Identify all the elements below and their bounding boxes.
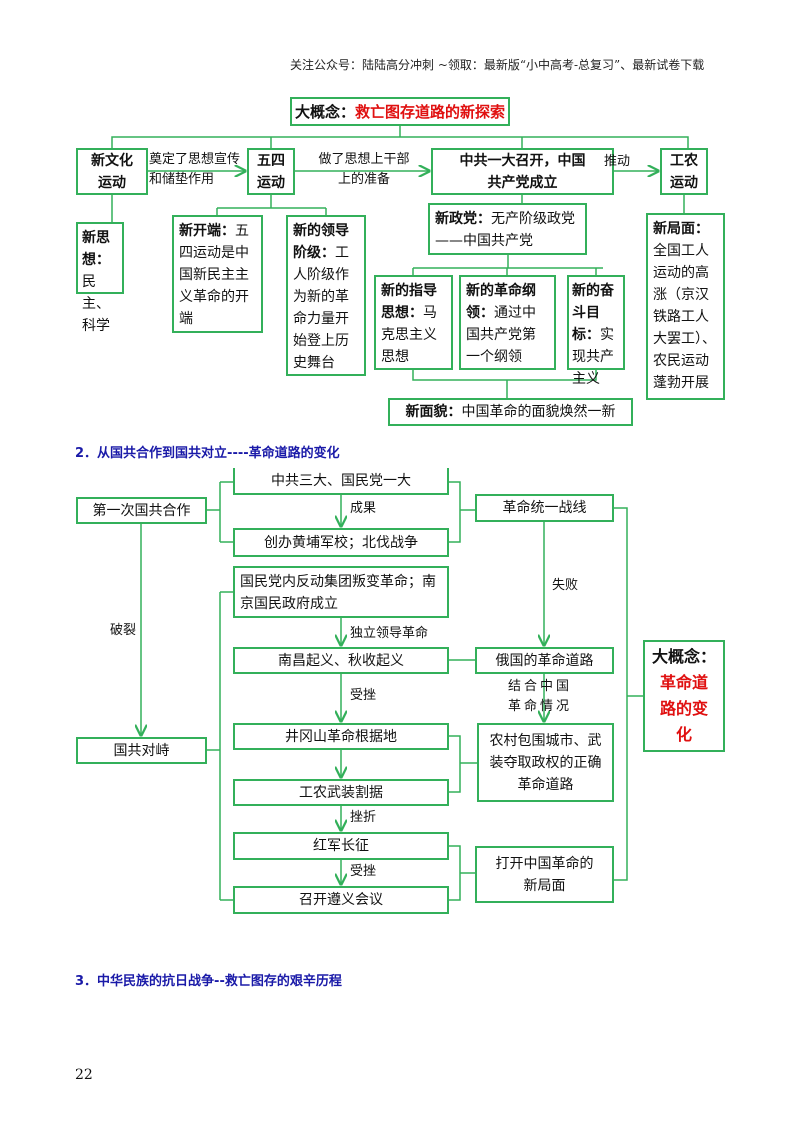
box-new-leading-class: 新的领导阶级：工人阶级作为新的革命力量开始登上历史舞台 [286,215,366,376]
section-3-heading: 3．中华民族的抗日战争--救亡图存的艰辛历程 [75,974,342,989]
box-new-look: 新面貌：中国革命的面貌焕然一新 [388,398,633,426]
box-first-cooperation: 第一次国共合作 [76,497,207,524]
box-new-situation: 新局面： 全国工人运动的高涨（京汉铁路工人大罢工）、农民运动蓬勃开展 [646,213,725,400]
text: 民主、科学 [82,274,110,334]
label: 新的指导思想： [381,283,437,321]
label: 新政党： [435,211,491,227]
text: 中国革命的面貌焕然一新 [461,404,616,420]
label-independent-leadership: 独立领导革命 [350,626,429,641]
box-nanchang-uprising: 南昌起义、秋收起义 [233,647,449,674]
box-whampoa: 创办黄埔军校；北伐战争 [233,528,449,557]
label-frustration: 挫折 [350,810,377,825]
box-confrontation: 国共对峙 [76,737,207,764]
page-header: 关注公众号：陆陆高分冲刺 ~领取：最新版“小中高考-总复习”、最新试卷下载 [290,58,705,72]
box-united-front: 革命统一战线 [475,494,614,522]
box-new-thought: 新思想： 民主、科学 [76,222,124,334]
box-russian-road: 俄国的革命道路 [475,647,614,674]
label: 新局面： [653,221,709,237]
label: 新的革命纲领： [466,283,536,321]
box-new-program: 新的革命纲领：通过中国共产党第一个纲领 [459,275,556,370]
big-concept-box-1: 大概念：救亡图存道路的新探索 [290,97,510,126]
box-new-party: 新政党：无产阶级政党——中国共产党 [428,203,587,255]
box-may-fourth: 五四运动 [247,148,295,195]
box-new-goal: 新的奋斗目标：实现共产主义 [567,275,625,387]
big-concept-box-2: 大概念： 革命道路的变化 [643,640,725,752]
label: 新的奋斗目标： [572,283,614,343]
box-new-start: 新开端：五四运动是中国新民主主义革命的开端 [172,215,263,333]
big-concept-label: 大概念： [651,647,716,666]
box-third-congress: 中共三大、国民党一大 [233,468,449,495]
box-new-guiding-thought: 新的指导思想：马克思主义思想 [374,275,453,370]
text: 无产阶级政党——中国共产党 [435,211,575,249]
box-cpc-founding: 中共一大召开，中国共产党成立 [431,148,614,195]
label-achievement: 成果 [350,501,377,516]
label: 新思想： [82,230,110,268]
text: 全国工人运动的高涨（京汉铁路工人大罢工）、农民运动蓬勃开展 [653,243,716,391]
arrow-label-preparation: 做了思想上干部上的准备 [318,152,410,187]
box-kmt-betrayal: 国民党内反动集团叛变革命；南京国民政府成立 [233,566,449,618]
arrow-label-foundation: 奠定了思想宣传和储垫作用 [149,152,241,187]
box-jinggangshan: 井冈山革命根据地 [233,723,449,750]
box-correct-road: 农村包围城市、武装夺取政权的正确革命道路 [477,723,614,802]
box-zunyi: 召开遵义会议 [233,886,449,914]
box-new-culture-movement: 新文化运动 [76,148,148,195]
label-setback-1: 受挫 [350,688,377,703]
label: 新面貌： [405,404,462,420]
label-rupture: 破裂 [110,623,137,638]
big-concept-label: 大概念： [294,102,355,121]
box-long-march: 红军长征 [233,832,449,860]
box-worker-peasant-movement: 工农运动 [660,148,708,195]
text: 五四运动是中国新民主主义革命的开端 [179,223,249,327]
big-concept-title: 救亡图存道路的新探索 [355,102,506,121]
text: 马克思主义思想 [381,305,437,365]
page-number: 22 [75,1067,93,1083]
label-combine-china: 结合中国革命情况 [508,679,573,714]
label: 新的领导阶级： [293,223,349,261]
text: 实现共产主义 [572,327,614,387]
text: 通过中国共产党第一个纲领 [466,305,536,365]
label: 新开端： [179,223,235,239]
box-new-situation-2: 打开中国革命的新局面 [475,846,614,903]
text: 工人阶级作为新的革命力量开始登上历史舞台 [293,245,349,371]
box-armed-separatism: 工农武装割据 [233,779,449,806]
label-failure: 失败 [552,578,579,593]
big-concept-title: 革命道路的变化 [659,673,708,744]
section-2-heading: 2．从国共合作到国共对立----革命道路的变化 [75,446,340,461]
arrow-label-push: 推动 [604,154,631,169]
label-setback-2: 受挫 [350,864,377,879]
